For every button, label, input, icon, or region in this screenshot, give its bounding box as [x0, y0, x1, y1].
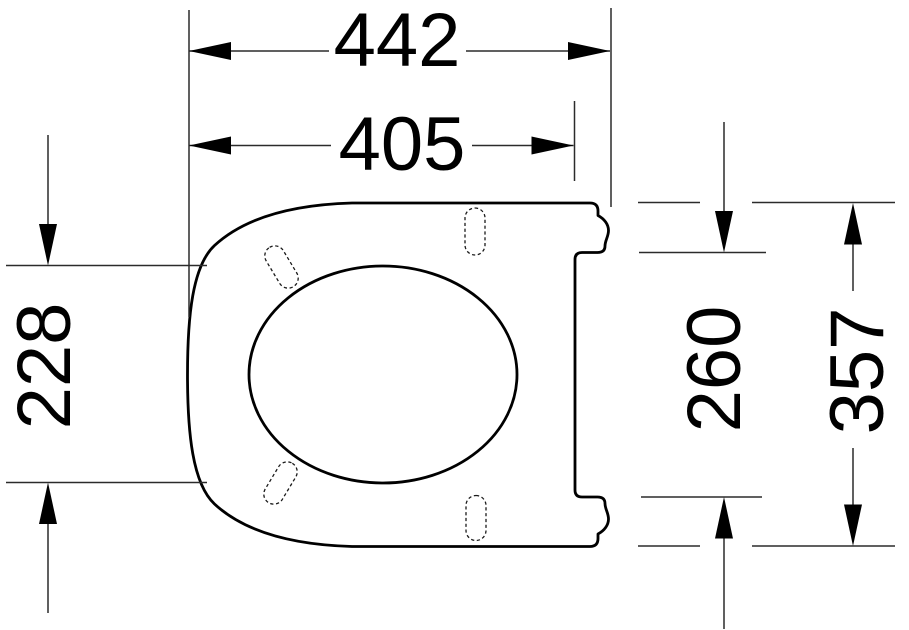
- bumper-slot-bottom-center: [465, 494, 487, 542]
- arrowhead-up-icon: [39, 482, 57, 524]
- arrowhead-left-icon: [189, 42, 231, 60]
- bumper-slot-bottom-left: [263, 461, 298, 505]
- dimension-overall-width: 442: [188, 0, 612, 317]
- arrowhead-up-icon: [715, 497, 733, 539]
- arrowhead-left-icon: [189, 136, 231, 155]
- dim-label-overall-depth: 357: [815, 308, 900, 435]
- seat-outer-contour: [186, 201, 610, 548]
- dim-label-overall-width: 442: [334, 0, 461, 83]
- seat-inner-opening: [247, 264, 519, 485]
- dim-label-opening-depth: 228: [2, 303, 87, 430]
- arrowhead-up-icon: [844, 203, 862, 245]
- arrowhead-down-icon: [39, 224, 57, 266]
- dimension-overall-depth: 357: [638, 201, 900, 547]
- dim-label-hinge-edge-length: 260: [672, 306, 757, 433]
- dimension-opening-depth: 228: [2, 135, 207, 613]
- arrowhead-right-icon: [568, 42, 610, 60]
- dimension-hinge-edge-length: 260: [639, 122, 766, 629]
- bumper-slot-top-left: [264, 245, 299, 289]
- bumper-slot-top-center: [464, 207, 486, 256]
- seat-outline-group: [186, 201, 610, 548]
- arrowhead-down-icon: [844, 504, 862, 546]
- dimension-seat-width: 405: [189, 101, 576, 187]
- dim-label-seat-width: 405: [339, 102, 466, 187]
- arrowhead-right-icon: [531, 136, 574, 155]
- arrowhead-down-icon: [715, 211, 733, 253]
